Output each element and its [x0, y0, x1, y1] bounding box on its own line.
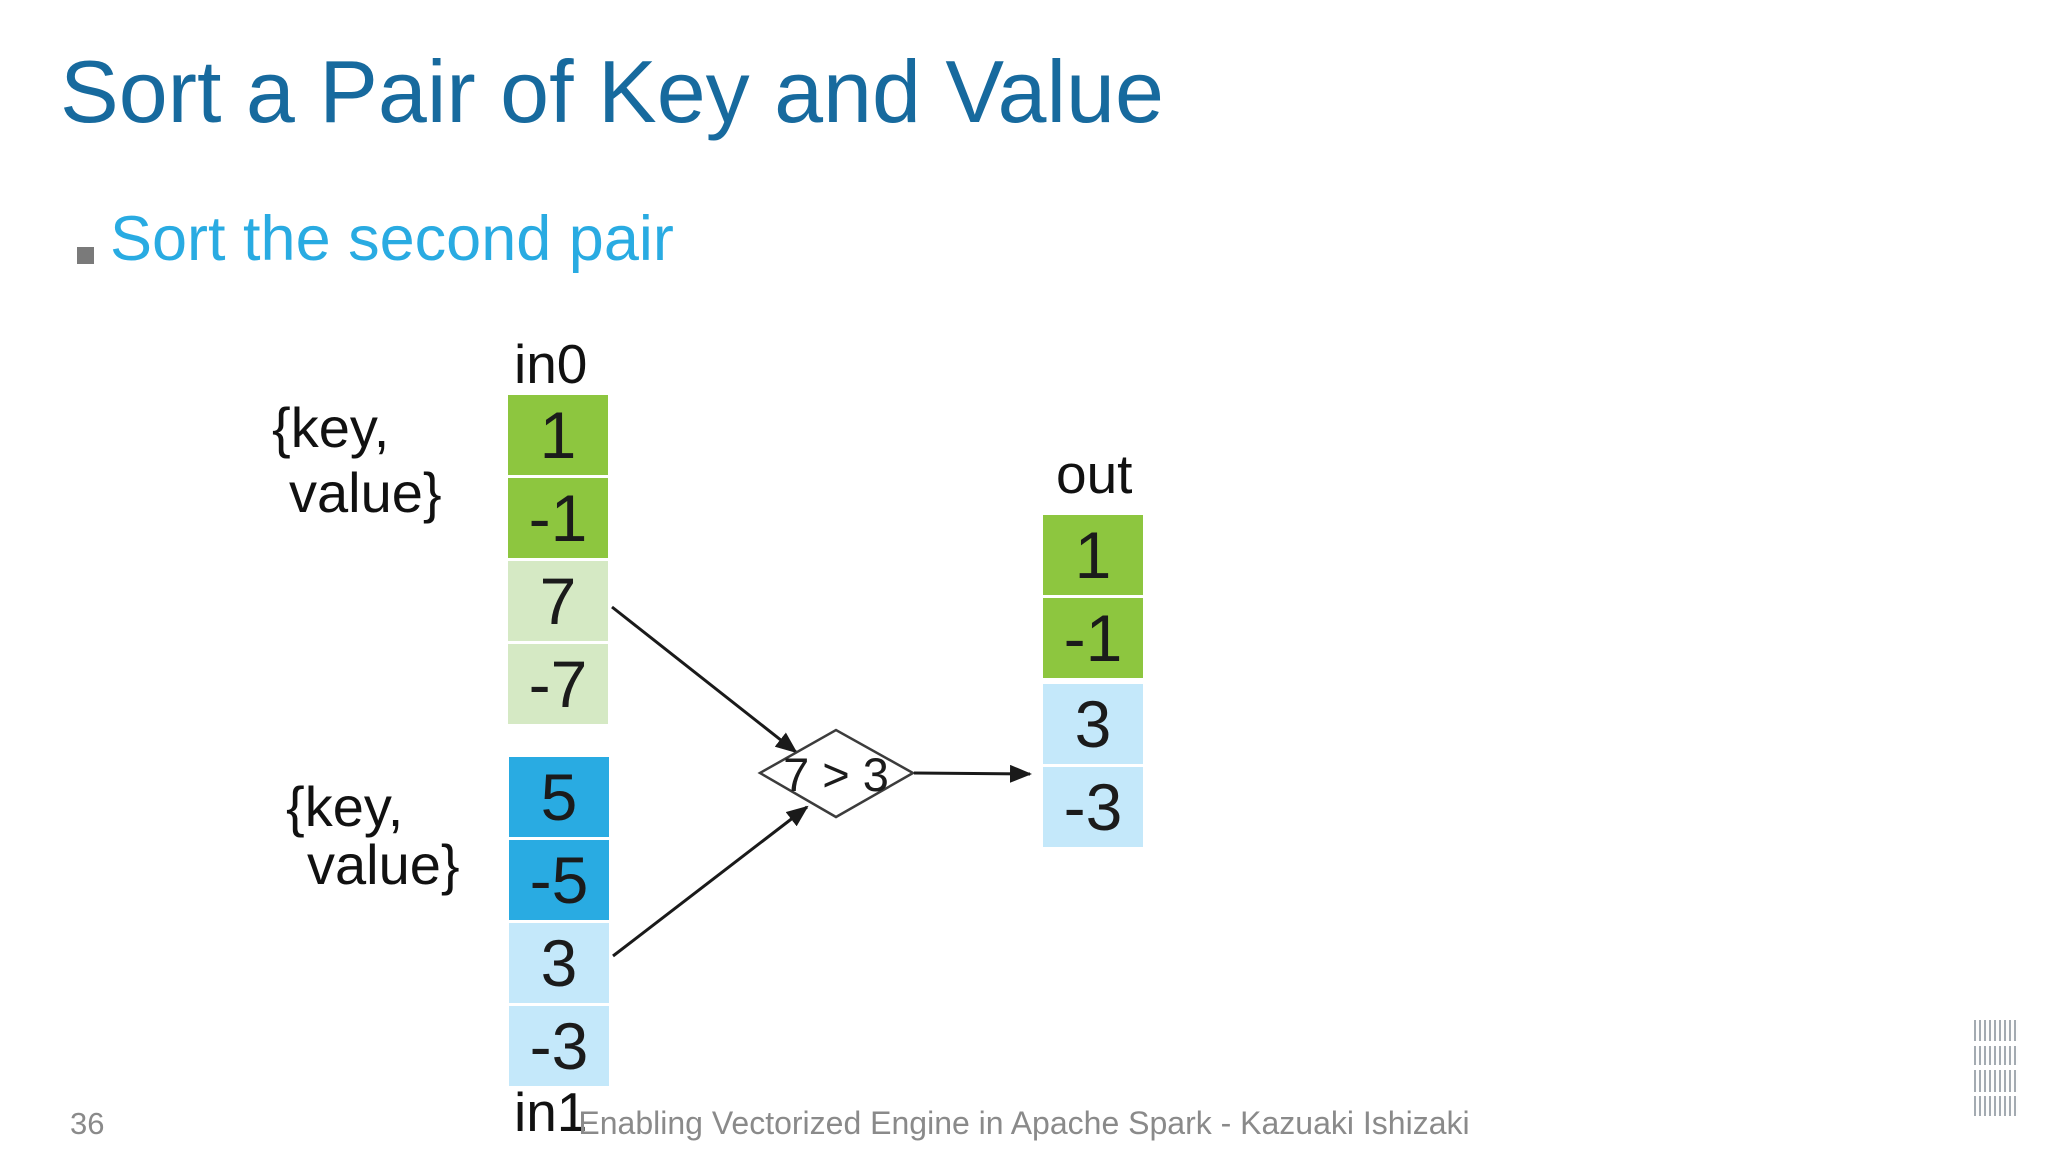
page-title: Sort a Pair of Key and Value: [60, 42, 1164, 141]
ibm-logo: [1974, 1020, 2018, 1118]
column-label-in0: in0: [514, 333, 588, 395]
pair-label-in0-line1: {key,: [272, 396, 390, 459]
cell-out-1: -1: [1043, 598, 1143, 678]
arrow-in0-to-compare: [611, 605, 798, 754]
arrow-compare-to-out: [913, 764, 1032, 783]
cell-in0-3: -7: [508, 644, 608, 724]
pair-label-in1-line2: value}: [307, 833, 460, 896]
page-number: 36: [70, 1106, 105, 1141]
ibm-logo-bar: [1974, 1020, 2018, 1041]
cell-in0-0: 1: [508, 395, 608, 475]
ibm-logo-bar: [1974, 1096, 2018, 1116]
cell-in0-2: 7: [508, 561, 608, 641]
cell-in1-2: 3: [509, 923, 609, 1003]
footer-text: Enabling Vectorized Engine in Apache Spa…: [578, 1105, 1470, 1141]
cell-out-3: -3: [1043, 767, 1143, 847]
ibm-logo-bar: [1974, 1070, 2018, 1092]
cell-in1-1: -5: [509, 840, 609, 920]
bullet-text: Sort the second pair: [110, 204, 674, 274]
column-label-out: out: [1056, 443, 1133, 505]
pair-label-in0-line2: value}: [289, 461, 442, 524]
arrow-in1-to-compare: [612, 805, 809, 958]
pair-label-in1-line1: {key,: [286, 775, 404, 838]
ibm-logo-bar: [1974, 1046, 2018, 1065]
cell-out-0: 1: [1043, 515, 1143, 595]
cell-in1-0: 5: [509, 757, 609, 837]
column-label-in1: in1: [514, 1081, 588, 1143]
cell-out-2: 3: [1043, 684, 1143, 764]
cell-in0-1: -1: [508, 478, 608, 558]
comparison-label: 7 > 3: [783, 748, 889, 801]
cell-in1-3: -3: [509, 1006, 609, 1086]
square-bullet-icon: [77, 247, 94, 264]
